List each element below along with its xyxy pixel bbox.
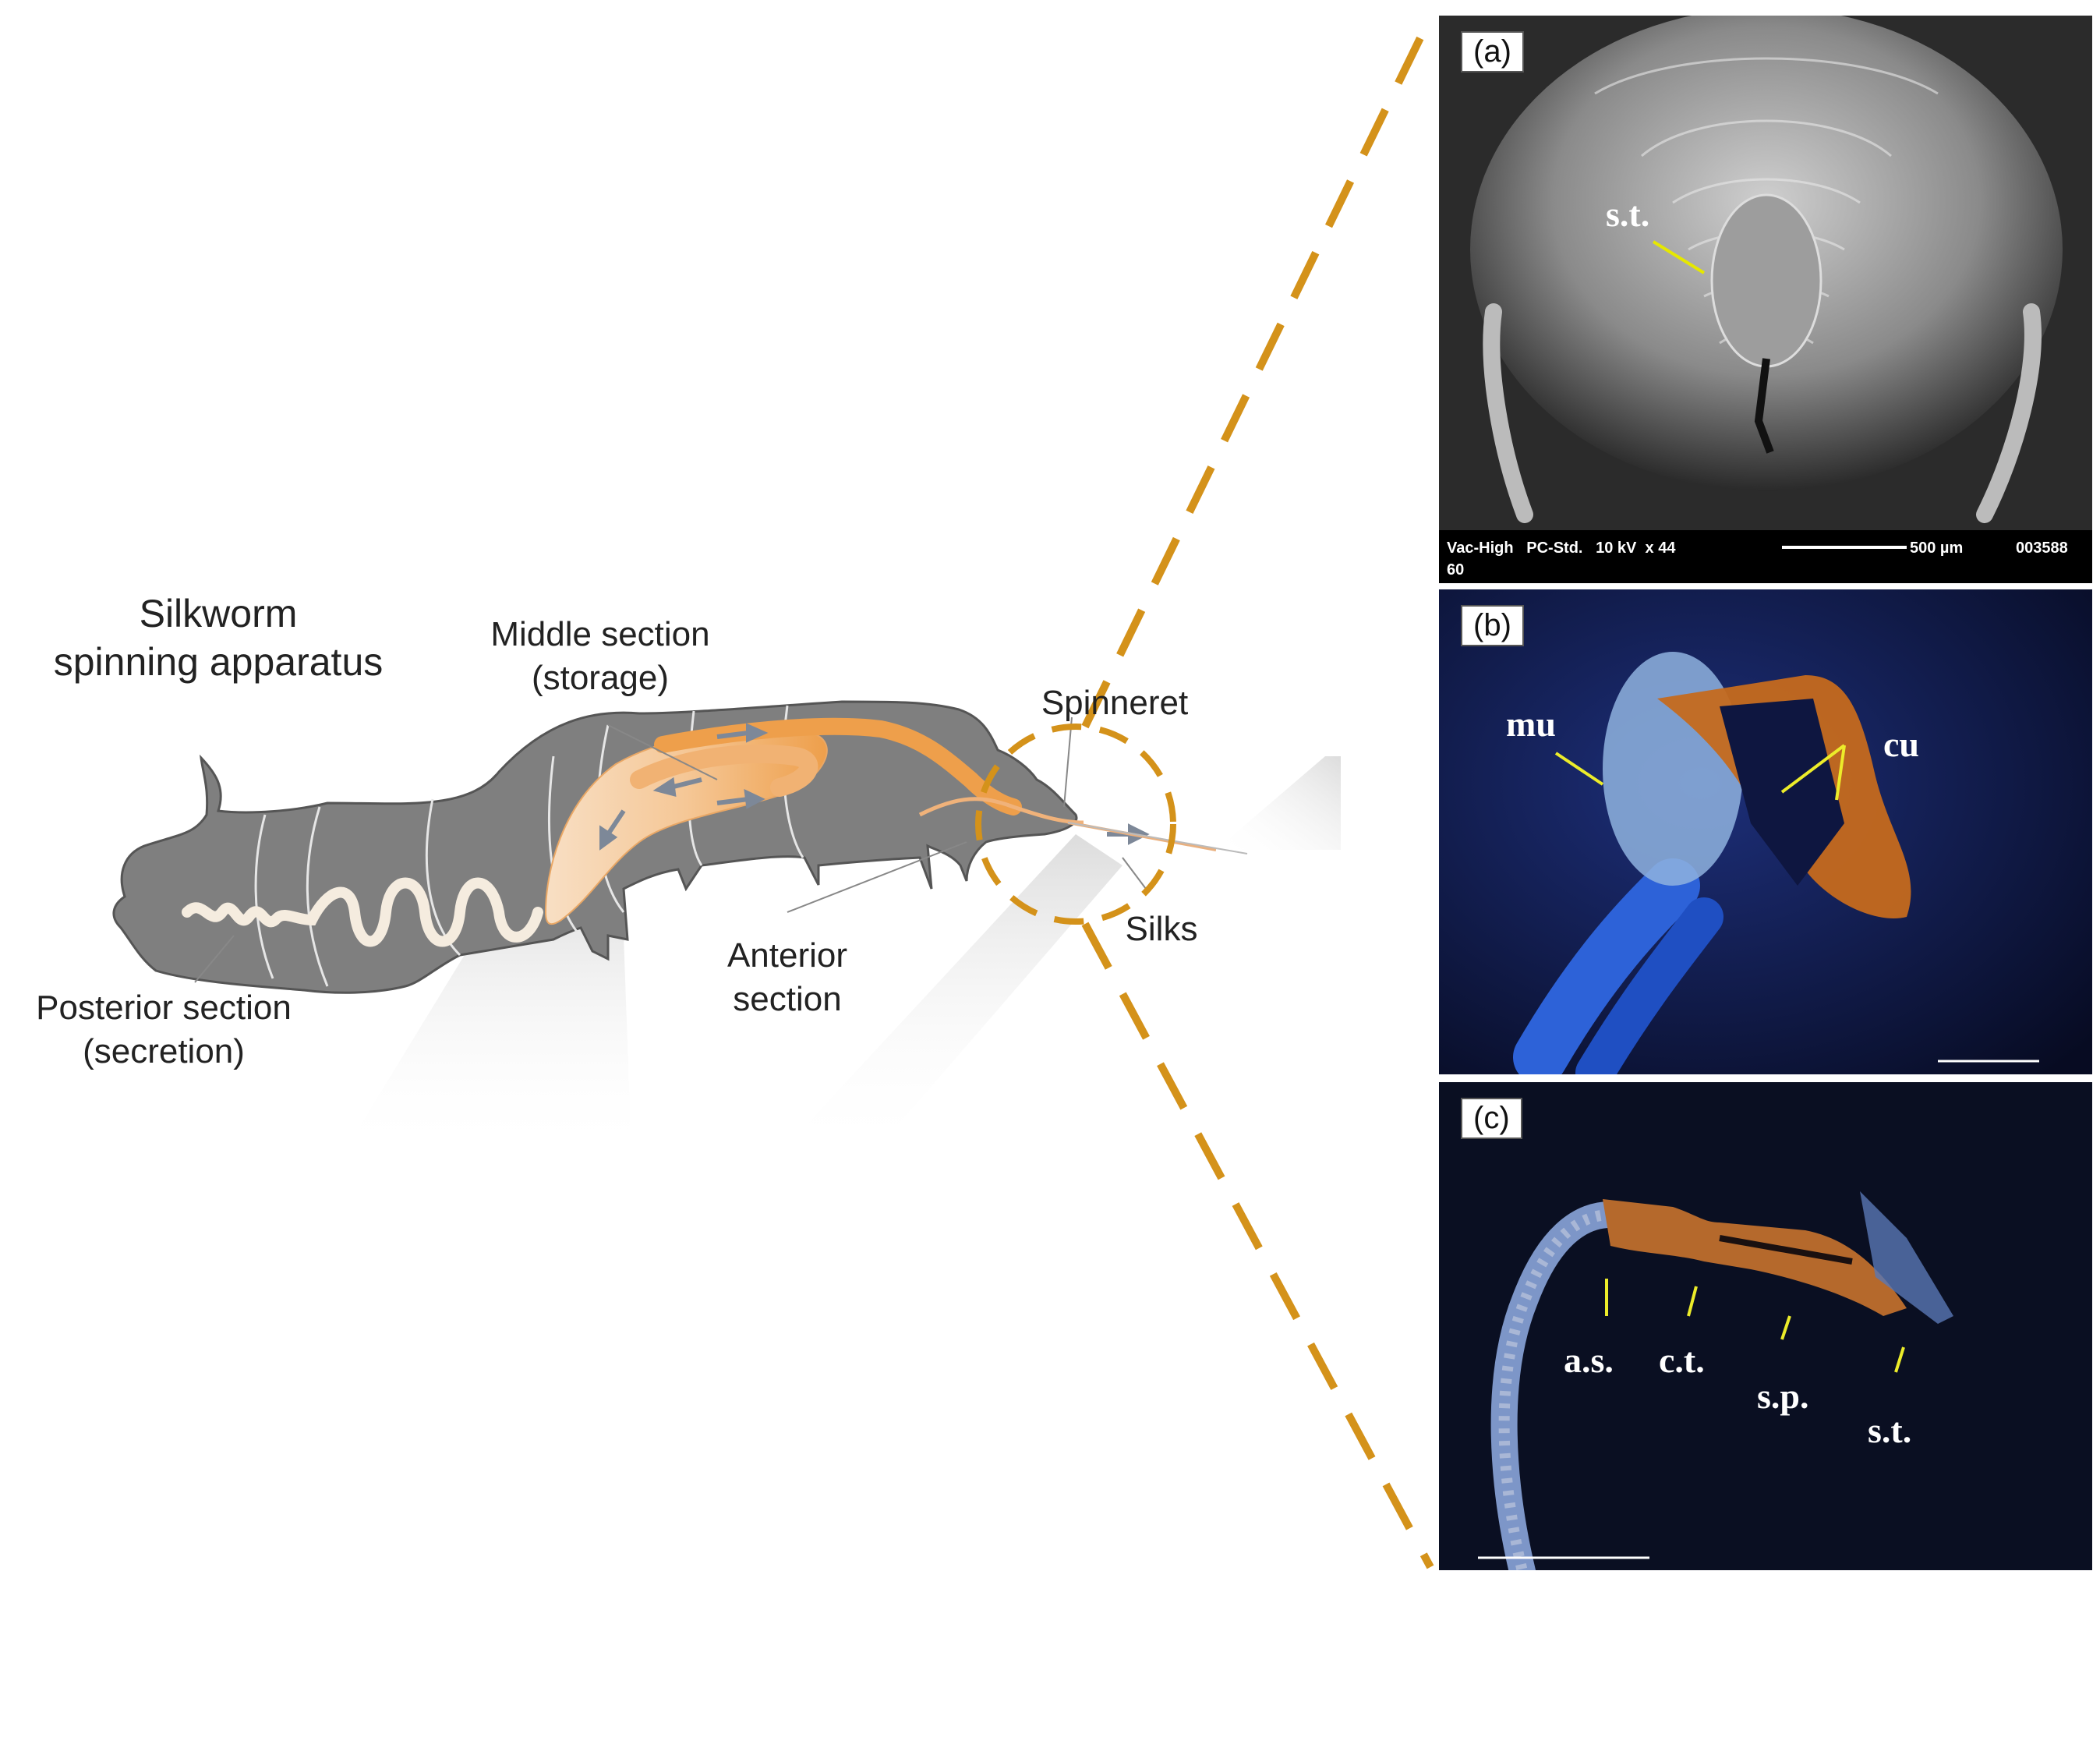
panel-c-label-sp: s.p. [1757,1376,1809,1416]
panel-c-tag: (c) [1461,1098,1522,1139]
leader-lines [194,716,1147,983]
panel-a-scale-label: 500 µm [1910,540,1964,557]
panel-a-sem: (a) s.t. Vac-High PC-Std. 10 kV x 44 60 … [1439,16,2092,583]
panel-b-tag: (b) [1461,605,1524,646]
diagram-title: Silkworm spinning apparatus [53,592,384,684]
shadow-cone [1216,756,1341,850]
spinneret-callout-circle [975,724,1176,925]
panel-c-label-st: s.t. [1868,1410,1912,1450]
panel-a-image-id: 003588 [2016,540,2068,557]
panel-b-label-cu: cu [1883,724,1919,764]
label-silks: Silks [1125,910,1198,948]
panel-b-micrograph: (b) mu cu [1439,589,2092,1074]
label-posterior-section: Posterior section (secretion) [36,989,292,1070]
panel-a-footer: Vac-High PC-Std. 10 kV x 44 [1447,540,1676,557]
callout-lines [1081,15,1434,1569]
micrograph-c [1439,1082,2092,1570]
micrograph-b [1439,589,2092,1074]
panel-a-label-st: s.t. [1606,194,1650,234]
sem-image [1439,16,2092,583]
panel-a-tag: (a) [1461,31,1524,73]
panel-c-micrograph: (c) a.s. c.t. s.p. s.t. [1439,1082,2092,1570]
figure: Silkworm spinning apparatus Middle secti… [36,15,2092,1570]
panel-b-label-mu: mu [1506,704,1556,744]
label-middle-section: Middle section (storage) [490,615,710,697]
shadow-cone [343,873,631,1154]
panel-c-label-as: a.s. [1564,1340,1614,1380]
shadow-cone [780,834,1122,1154]
label-anterior-section: Anterior section [727,936,848,1018]
label-spinneret: Spinneret [1041,684,1189,722]
panel-a-footer2: 60 [1447,561,1465,578]
silkworm-diagram [112,700,1341,1154]
anterior-duct [918,797,1084,825]
panel-c-label-ct: c.t. [1659,1340,1705,1380]
